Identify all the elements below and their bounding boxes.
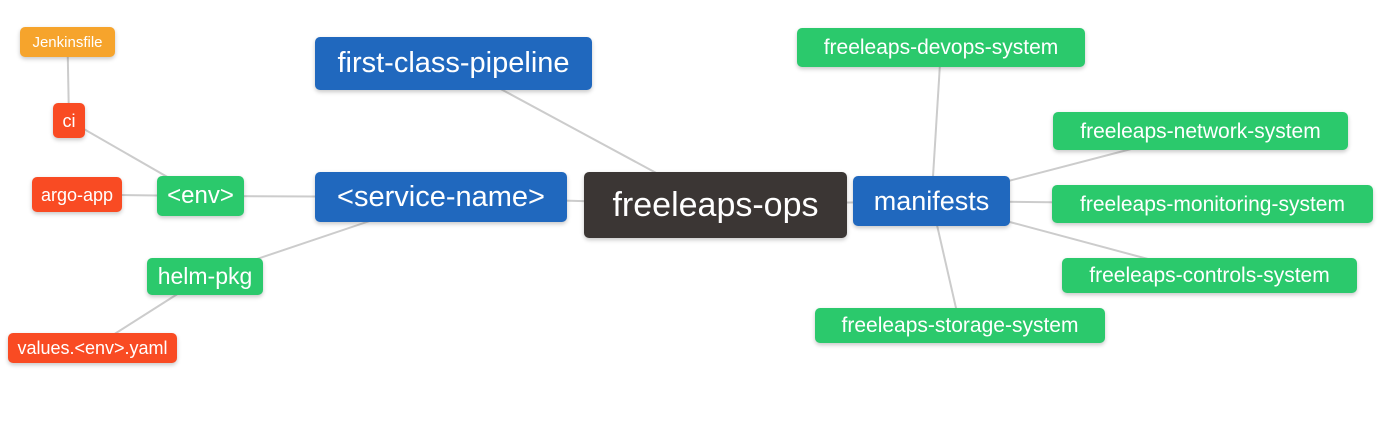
- node-ci[interactable]: ci: [53, 103, 85, 138]
- node-argo-app[interactable]: argo-app: [32, 177, 122, 212]
- node-freeleaps-monitoring-system[interactable]: freeleaps-monitoring-system: [1052, 185, 1373, 223]
- node-freeleaps-controls-system[interactable]: freeleaps-controls-system: [1062, 258, 1357, 293]
- node-freeleaps-storage-system[interactable]: freeleaps-storage-system: [815, 308, 1105, 343]
- edge-manifests--freeleaps-devops-system: [930, 47, 942, 202]
- node-service-name[interactable]: <service-name>: [315, 172, 567, 222]
- node-env[interactable]: <env>: [157, 176, 244, 216]
- node-first-class-pipeline[interactable]: first-class-pipeline: [315, 37, 592, 90]
- node-manifests[interactable]: manifests: [853, 176, 1010, 226]
- node-values-env-yaml[interactable]: values.<env>.yaml: [8, 333, 177, 363]
- node-jenkinsfile[interactable]: Jenkinsfile: [20, 27, 115, 57]
- node-freeleaps-ops[interactable]: freeleaps-ops: [584, 172, 847, 238]
- node-helm-pkg[interactable]: helm-pkg: [147, 258, 263, 295]
- node-freeleaps-network-system[interactable]: freeleaps-network-system: [1053, 112, 1348, 150]
- node-freeleaps-devops-system[interactable]: freeleaps-devops-system: [797, 28, 1085, 67]
